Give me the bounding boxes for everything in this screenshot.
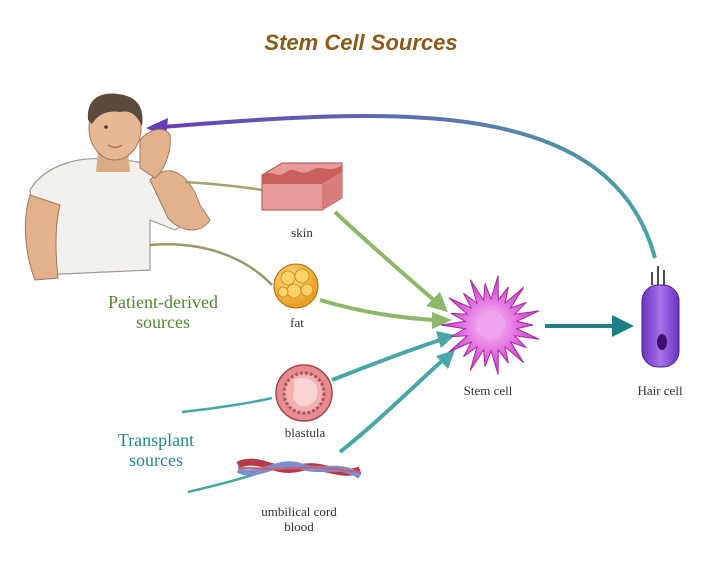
transplant-sources-line2: sources xyxy=(129,450,183,470)
output-arrow xyxy=(545,315,634,337)
patient-sources-line2: sources xyxy=(136,312,190,332)
umbilical-label-line2: blood xyxy=(284,519,314,534)
fat-label: fat xyxy=(290,315,304,330)
transplant-sources-line1: Transplant xyxy=(117,430,195,450)
umbilical-label: umbilical cord blood xyxy=(244,504,354,534)
hair-cell-label: Hair cell xyxy=(637,383,683,398)
umbilical-cord-illustration xyxy=(236,458,362,479)
return-arrow xyxy=(146,114,657,259)
blastula-illustration xyxy=(275,364,333,422)
stem-cell-illustration xyxy=(440,275,540,375)
hair-cell-illustration xyxy=(641,266,680,368)
patient-sources-line1: Patient-derived xyxy=(108,292,218,312)
fat-illustration xyxy=(273,263,319,309)
umbilical-label-line1: umbilical cord xyxy=(261,504,337,519)
stem-cell-label: Stem cell xyxy=(463,383,513,398)
skin-label: skin xyxy=(291,225,313,240)
patient-source-lines xyxy=(149,180,273,286)
transplant-sources-label: Transplant sources xyxy=(96,430,216,470)
diagram-title: Stem Cell Sources xyxy=(264,30,458,55)
blastula-label: blastula xyxy=(284,425,326,440)
patient-sources-label: Patient-derived sources xyxy=(88,292,238,332)
skin-illustration xyxy=(261,162,343,211)
transplant-arrows xyxy=(181,331,455,494)
person-illustration xyxy=(24,93,211,281)
stem-cell-core xyxy=(477,311,505,339)
patient-arrows xyxy=(319,210,452,329)
